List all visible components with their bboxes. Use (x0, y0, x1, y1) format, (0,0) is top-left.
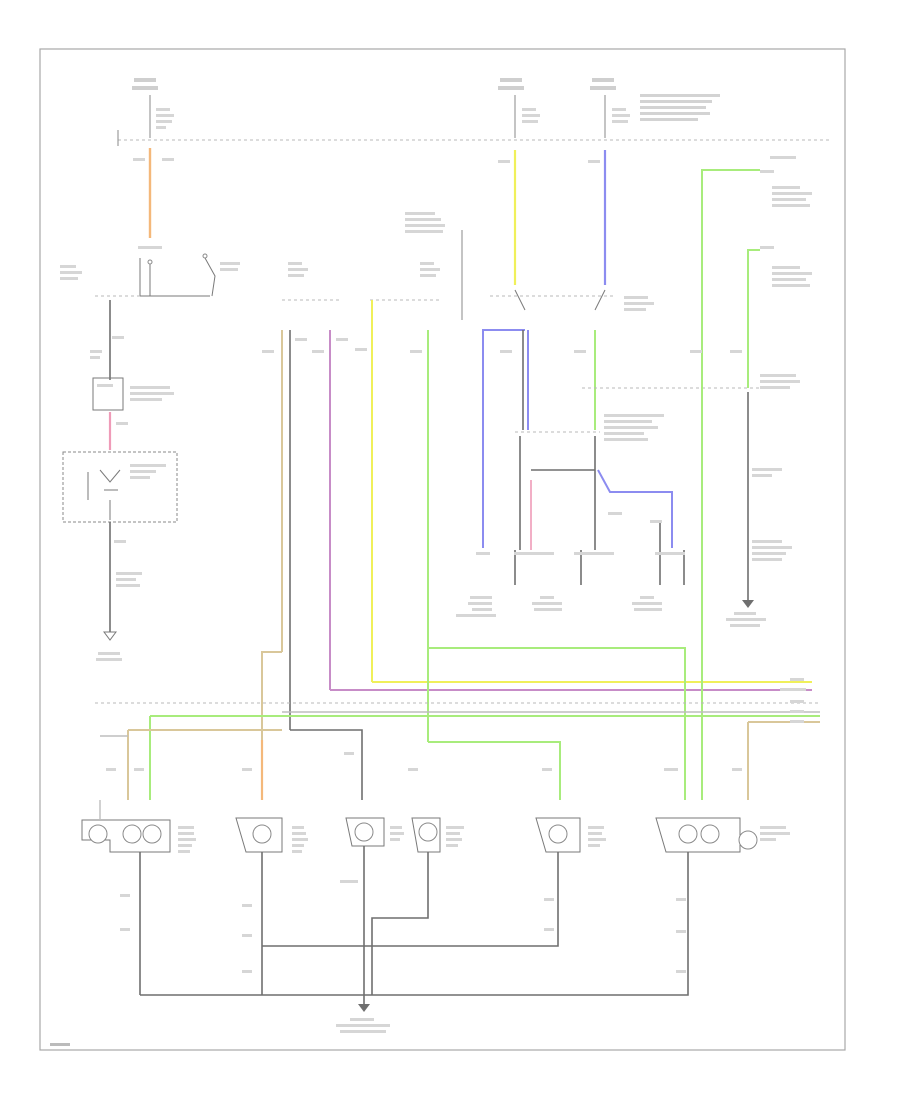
bus-lines (95, 678, 820, 800)
corner-mark (50, 1043, 70, 1046)
fuse-top-left (132, 78, 174, 138)
left-circuit (60, 148, 240, 661)
lamp-1 (81, 800, 196, 995)
diagram-border (39, 48, 846, 1051)
far-right-circuit (500, 156, 812, 800)
lamp-row (81, 752, 790, 996)
lamp-5 (262, 817, 606, 947)
bottom-ground (336, 995, 390, 1033)
lamp-2 (235, 817, 308, 995)
lamp-3 (345, 817, 404, 995)
middle-switch-group (261, 212, 812, 800)
lamp-4 (371, 817, 464, 995)
right-upper-circuit (456, 150, 760, 617)
lamp-6 (140, 817, 790, 996)
junction-box-label-top (640, 94, 720, 121)
fuse-top-middle (498, 78, 540, 138)
fuse-top-right (590, 78, 630, 138)
